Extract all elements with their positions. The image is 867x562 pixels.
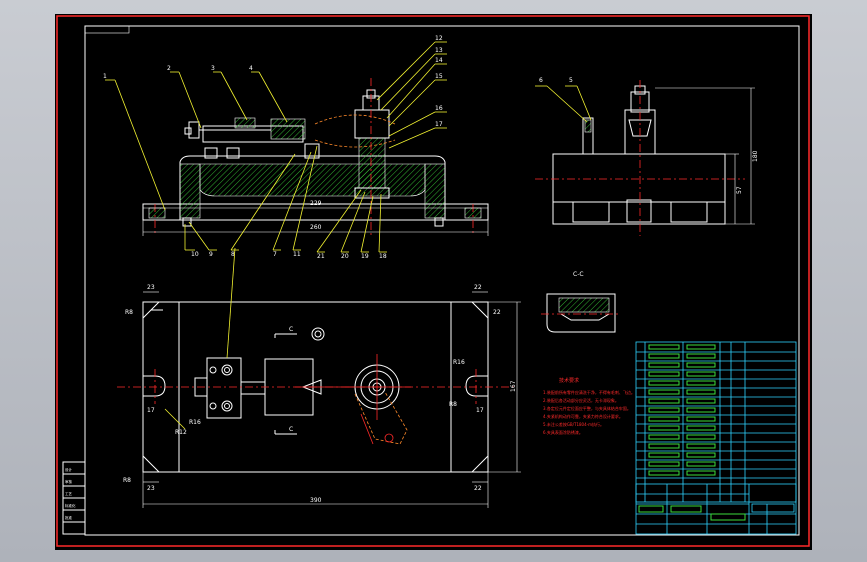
side-view bbox=[535, 80, 755, 236]
svg-text:工艺: 工艺 bbox=[65, 491, 72, 496]
svg-text:3.各定位元件定位面应平整，与夹具体结合牢固。: 3.各定位元件定位面应平整，与夹具体结合牢固。 bbox=[543, 405, 631, 411]
svg-text:17: 17 bbox=[147, 407, 155, 414]
dim-side-inner: 57 bbox=[736, 186, 743, 194]
section-cc bbox=[541, 293, 621, 333]
svg-text:14: 14 bbox=[435, 57, 443, 64]
svg-text:13: 13 bbox=[435, 47, 443, 54]
svg-text:R8: R8 bbox=[125, 309, 133, 316]
technical-requirements: 技术要求 1.装配前所有零件应清洗干净，不得有毛刺、飞边。 2.装配后各活动部分… bbox=[543, 377, 635, 435]
svg-text:7: 7 bbox=[273, 251, 277, 258]
svg-text:R12: R12 bbox=[175, 429, 187, 436]
svg-text:20: 20 bbox=[341, 253, 349, 260]
svg-text:5: 5 bbox=[569, 77, 573, 84]
svg-text:技术要求: 技术要求 bbox=[559, 377, 579, 384]
svg-text:21: 21 bbox=[317, 253, 325, 260]
svg-text:R16: R16 bbox=[453, 359, 465, 366]
title-block bbox=[635, 483, 797, 535]
svg-text:10: 10 bbox=[191, 251, 199, 258]
svg-text:1.装配前所有零件应清洗干净，不得有毛刺、飞边。: 1.装配前所有零件应清洗干净，不得有毛刺、飞边。 bbox=[543, 389, 635, 395]
svg-text:390: 390 bbox=[310, 497, 322, 504]
svg-text:R8: R8 bbox=[123, 477, 131, 484]
svg-text:17: 17 bbox=[435, 121, 443, 128]
svg-text:8: 8 bbox=[231, 251, 235, 258]
svg-text:11: 11 bbox=[293, 251, 301, 258]
outer-border bbox=[56, 15, 810, 547]
svg-text:设计: 设计 bbox=[65, 467, 72, 472]
svg-text:R8: R8 bbox=[449, 401, 457, 408]
cad-viewport[interactable]: 229 260 1 2 3 4 12 13 14 15 16 17 10 9 bbox=[55, 14, 812, 550]
corner-tag bbox=[84, 25, 130, 34]
svg-text:4.夹紧机构动作可靠，夹紧力符合设计要求。: 4.夹紧机构动作可靠，夹紧力符合设计要求。 bbox=[543, 413, 623, 419]
svg-text:22: 22 bbox=[493, 309, 501, 316]
svg-text:1: 1 bbox=[103, 73, 107, 80]
section-mark-lower: C bbox=[289, 426, 293, 433]
side-panel-labels: 设计 审核 工艺 标准化 批准 bbox=[65, 467, 76, 520]
drawing-canvas: 229 260 1 2 3 4 12 13 14 15 16 17 10 9 bbox=[56, 15, 810, 547]
svg-text:17: 17 bbox=[476, 407, 484, 414]
dim-top-span-2: 260 bbox=[310, 224, 322, 231]
section-title: C-C bbox=[573, 271, 584, 278]
svg-text:2: 2 bbox=[167, 65, 171, 72]
svg-text:5.未注公差按GB/T1804-m执行。: 5.未注公差按GB/T1804-m执行。 bbox=[543, 421, 604, 427]
svg-text:23: 23 bbox=[147, 284, 155, 291]
svg-text:2.装配后各活动部分应灵活，无卡滞现象。: 2.装配后各活动部分应灵活，无卡滞现象。 bbox=[543, 397, 619, 403]
svg-text:9: 9 bbox=[209, 251, 213, 258]
svg-text:12: 12 bbox=[435, 35, 443, 42]
svg-text:19: 19 bbox=[361, 253, 369, 260]
svg-text:6: 6 bbox=[539, 77, 543, 84]
svg-text:批准: 批准 bbox=[65, 515, 72, 520]
section-mark-upper: C bbox=[289, 326, 293, 333]
svg-text:3: 3 bbox=[211, 65, 215, 72]
parts-list-table bbox=[635, 341, 797, 503]
svg-text:4: 4 bbox=[249, 65, 253, 72]
part-number-labels: 1 2 3 4 12 13 14 15 16 17 10 9 8 7 11 21… bbox=[103, 35, 573, 260]
svg-text:15: 15 bbox=[435, 73, 443, 80]
svg-text:22: 22 bbox=[474, 485, 482, 492]
svg-text:审核: 审核 bbox=[65, 479, 72, 484]
svg-text:167: 167 bbox=[510, 380, 517, 392]
plan-view-dimensions: 390 167 23 22 23 22 R8 R16 R16 22 17 R8 … bbox=[123, 284, 517, 504]
svg-text:16: 16 bbox=[435, 105, 443, 112]
svg-text:标准化: 标准化 bbox=[65, 503, 76, 508]
svg-text:22: 22 bbox=[474, 284, 482, 291]
front-view bbox=[142, 78, 489, 236]
svg-text:6.夹具表面涂防锈漆。: 6.夹具表面涂防锈漆。 bbox=[543, 429, 583, 435]
svg-text:23: 23 bbox=[147, 485, 155, 492]
left-side-panel bbox=[62, 461, 86, 535]
dim-side-height: 180 bbox=[752, 150, 759, 162]
svg-text:R16: R16 bbox=[189, 419, 201, 426]
front-view-leaders bbox=[105, 41, 447, 253]
plan-view bbox=[117, 247, 521, 508]
drawing-frame bbox=[84, 25, 800, 536]
svg-text:18: 18 bbox=[379, 253, 387, 260]
dim-top-span-1: 229 bbox=[310, 200, 322, 207]
